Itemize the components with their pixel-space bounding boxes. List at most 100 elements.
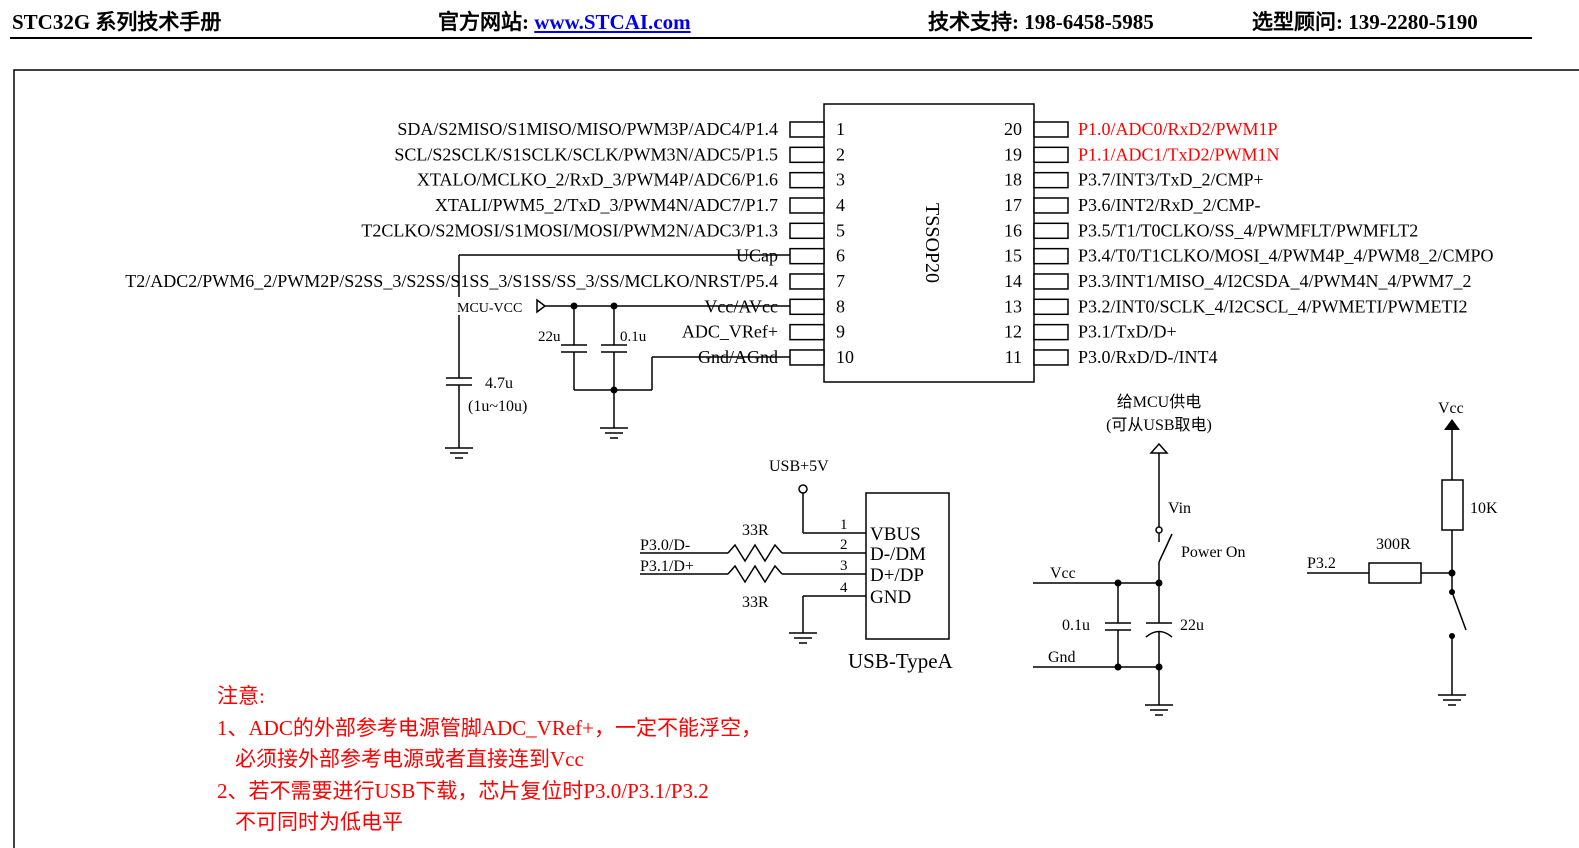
pin-number: 12 bbox=[1004, 322, 1022, 342]
website-label: 官方网站: bbox=[438, 10, 535, 34]
pin-pad bbox=[1033, 222, 1069, 240]
ucap-cap-value: 4.7u bbox=[485, 375, 513, 392]
junction-dot bbox=[1114, 579, 1122, 587]
series-resistor-icon bbox=[1368, 562, 1422, 584]
pin-label: P3.2/INT0/SCLK_4/I2CSCL_4/PWMETI/PWMETI2 bbox=[1078, 296, 1468, 316]
pin-number: 2 bbox=[836, 144, 845, 164]
website-link[interactable]: www.STCAI.com bbox=[534, 10, 691, 34]
usb-pin-number: 1 bbox=[840, 517, 848, 533]
usb-pin-label: VBUS bbox=[870, 524, 921, 545]
p32-switch-icon bbox=[1451, 591, 1467, 631]
ucap-cap-range: (1u~10u) bbox=[468, 398, 527, 415]
ground-icon bbox=[599, 427, 629, 439]
dp-net-label: P3.1/D+ bbox=[640, 558, 694, 575]
mcu-power-decoupling bbox=[446, 254, 790, 448]
tech-support-phone: 技术支持: 198-6458-5985 bbox=[928, 10, 1154, 34]
supply-subtitle: (可从USB取电) bbox=[1106, 416, 1212, 434]
junction-dot bbox=[1448, 569, 1456, 577]
switch-terminal bbox=[1155, 526, 1163, 534]
pin-pad bbox=[1033, 146, 1069, 164]
usb-connector-name: USB-TypeA bbox=[848, 649, 954, 673]
junction-dot bbox=[610, 386, 618, 394]
pin-number: 5 bbox=[836, 220, 845, 240]
pin-label: P3.0/RxD/D-/INT4 bbox=[1078, 347, 1218, 367]
pin-label: P3.6/INT2/RxD_2/CMP- bbox=[1078, 195, 1261, 215]
usb5v-terminal bbox=[798, 484, 808, 494]
supply-input-arrow bbox=[1149, 442, 1169, 454]
pin-label: P3.5/T1/T0CLKO/SS_4/PWMFLT/PWMFLT2 bbox=[1078, 220, 1418, 240]
pin-pad bbox=[1033, 273, 1069, 290]
resistor-dm-icon bbox=[727, 543, 783, 563]
resistor-dm-value: 33R bbox=[742, 522, 769, 539]
note-1-line-2: 必须接外部参考电源或者直接连到Vcc bbox=[235, 747, 584, 771]
pin-pad bbox=[1033, 171, 1069, 189]
resistor-dp-icon bbox=[727, 564, 783, 584]
pin-number: 11 bbox=[1005, 347, 1022, 367]
pullup-value: 10K bbox=[1470, 500, 1498, 517]
design-notes: 注意: 1、ADC的外部参考电源管脚ADC_VRef+，一定不能浮空， 必须接外… bbox=[217, 684, 762, 834]
note-1-line-1: 1、ADC的外部参考电源管脚ADC_VRef+，一定不能浮空， bbox=[217, 716, 762, 740]
pin-number: 3 bbox=[836, 170, 845, 190]
pin-label: XTALI/PWM5_2/TxD_3/PWM4N/ADC7/P1.7 bbox=[435, 195, 778, 215]
pin-label: P3.7/INT3/TxD_2/CMP+ bbox=[1078, 170, 1264, 190]
pullup-resistor-icon bbox=[1441, 479, 1464, 531]
cap-big-value: 22u bbox=[1180, 617, 1204, 634]
cap-small-value: 0.1u bbox=[1062, 617, 1090, 634]
chip-right-pins: 20 P1.0/ADC0/RxD2/PWM1P 19 P1.1/ADC1/TxD2/P… bbox=[1004, 119, 1494, 367]
pin-label: SCL/S2SCLK/S1SCLK/SCLK/PWM3N/ADC5/P1.5 bbox=[394, 144, 778, 164]
mcu-vcc-arrow bbox=[536, 298, 547, 314]
pin-number: 6 bbox=[836, 246, 845, 266]
page-header: STC32G 系列技术手册 官方网站: www.STCAI.com 技术支持: … bbox=[0, 0, 1579, 40]
pin-pad bbox=[789, 349, 825, 366]
usb-connector-body bbox=[865, 492, 950, 640]
usb-pin-number: 3 bbox=[840, 558, 848, 574]
pin-pad bbox=[1033, 323, 1069, 341]
power-switch-icon bbox=[1158, 533, 1173, 563]
pin-pad bbox=[789, 323, 825, 341]
usb5v-label: USB+5V bbox=[769, 458, 829, 475]
chip-body bbox=[823, 103, 1035, 383]
pin-pad bbox=[789, 197, 825, 214]
mcu-vcc-label: MCU-VCC bbox=[457, 301, 522, 316]
pin-number: 15 bbox=[1004, 246, 1022, 266]
pin-label: P3.3/INT1/MISO_4/I2CSDA_4/PWM4N_4/PWM7_2 bbox=[1078, 271, 1472, 291]
pin-number: 4 bbox=[836, 195, 845, 215]
ground-icon bbox=[1144, 704, 1174, 716]
pin-label: P1.1/ADC1/TxD2/PWM1N bbox=[1078, 144, 1280, 164]
pin-number: 8 bbox=[836, 296, 845, 316]
pin-number: 20 bbox=[1004, 119, 1022, 139]
pin-pad bbox=[789, 146, 825, 164]
junction-dot bbox=[570, 302, 578, 310]
pin-pad bbox=[789, 298, 825, 316]
pin-pad bbox=[1033, 197, 1069, 214]
mcu-chip: TSSOP20 1SDA/S2MISO/S1MISO/MISO/PWM3P/AD… bbox=[125, 103, 1494, 383]
pin-pad bbox=[789, 247, 825, 265]
note-2-line-1: 2、若不需要进行USB下载，芯片复位时P3.0/P3.1/P3.2 bbox=[217, 779, 709, 803]
p32-section bbox=[1307, 430, 1467, 695]
junction-dot bbox=[610, 302, 618, 310]
chip-left-pins: 1SDA/S2MISO/S1MISO/MISO/PWM3P/ADC4/P1.42… bbox=[125, 119, 854, 367]
dm-net-label: P3.0/D- bbox=[640, 537, 690, 554]
pin-label: P3.4/T0/T1CLKO/MOSI_4/PWM4P_4/PWM8_2/CMP… bbox=[1078, 246, 1494, 266]
power-on-label: Power On bbox=[1181, 544, 1245, 561]
series-resistor-value: 300R bbox=[1376, 536, 1411, 553]
pin-number: 18 bbox=[1004, 170, 1022, 190]
pin-pad bbox=[789, 222, 825, 240]
pin-pad bbox=[1033, 247, 1069, 265]
pin-pad bbox=[789, 171, 825, 189]
pin-number: 7 bbox=[836, 271, 845, 291]
switch-terminal bbox=[1449, 633, 1455, 639]
manual-title: STC32G 系列技术手册 bbox=[12, 10, 222, 34]
usb-pin-number: 4 bbox=[840, 580, 848, 596]
pin-number: 16 bbox=[1004, 220, 1022, 240]
pin-number: 10 bbox=[836, 347, 854, 367]
pin-label: P1.0/ADC0/RxD2/PWM1P bbox=[1078, 119, 1278, 139]
pin-pad bbox=[1033, 349, 1069, 366]
pin-number: 1 bbox=[836, 119, 845, 139]
drawing-frame bbox=[13, 69, 1579, 848]
note-2-line-2: 不可同时为低电平 bbox=[235, 810, 403, 834]
pin-number: 19 bbox=[1004, 144, 1022, 164]
supply-title: 给MCU供电 bbox=[1117, 393, 1201, 411]
pin-number: 9 bbox=[836, 322, 845, 342]
